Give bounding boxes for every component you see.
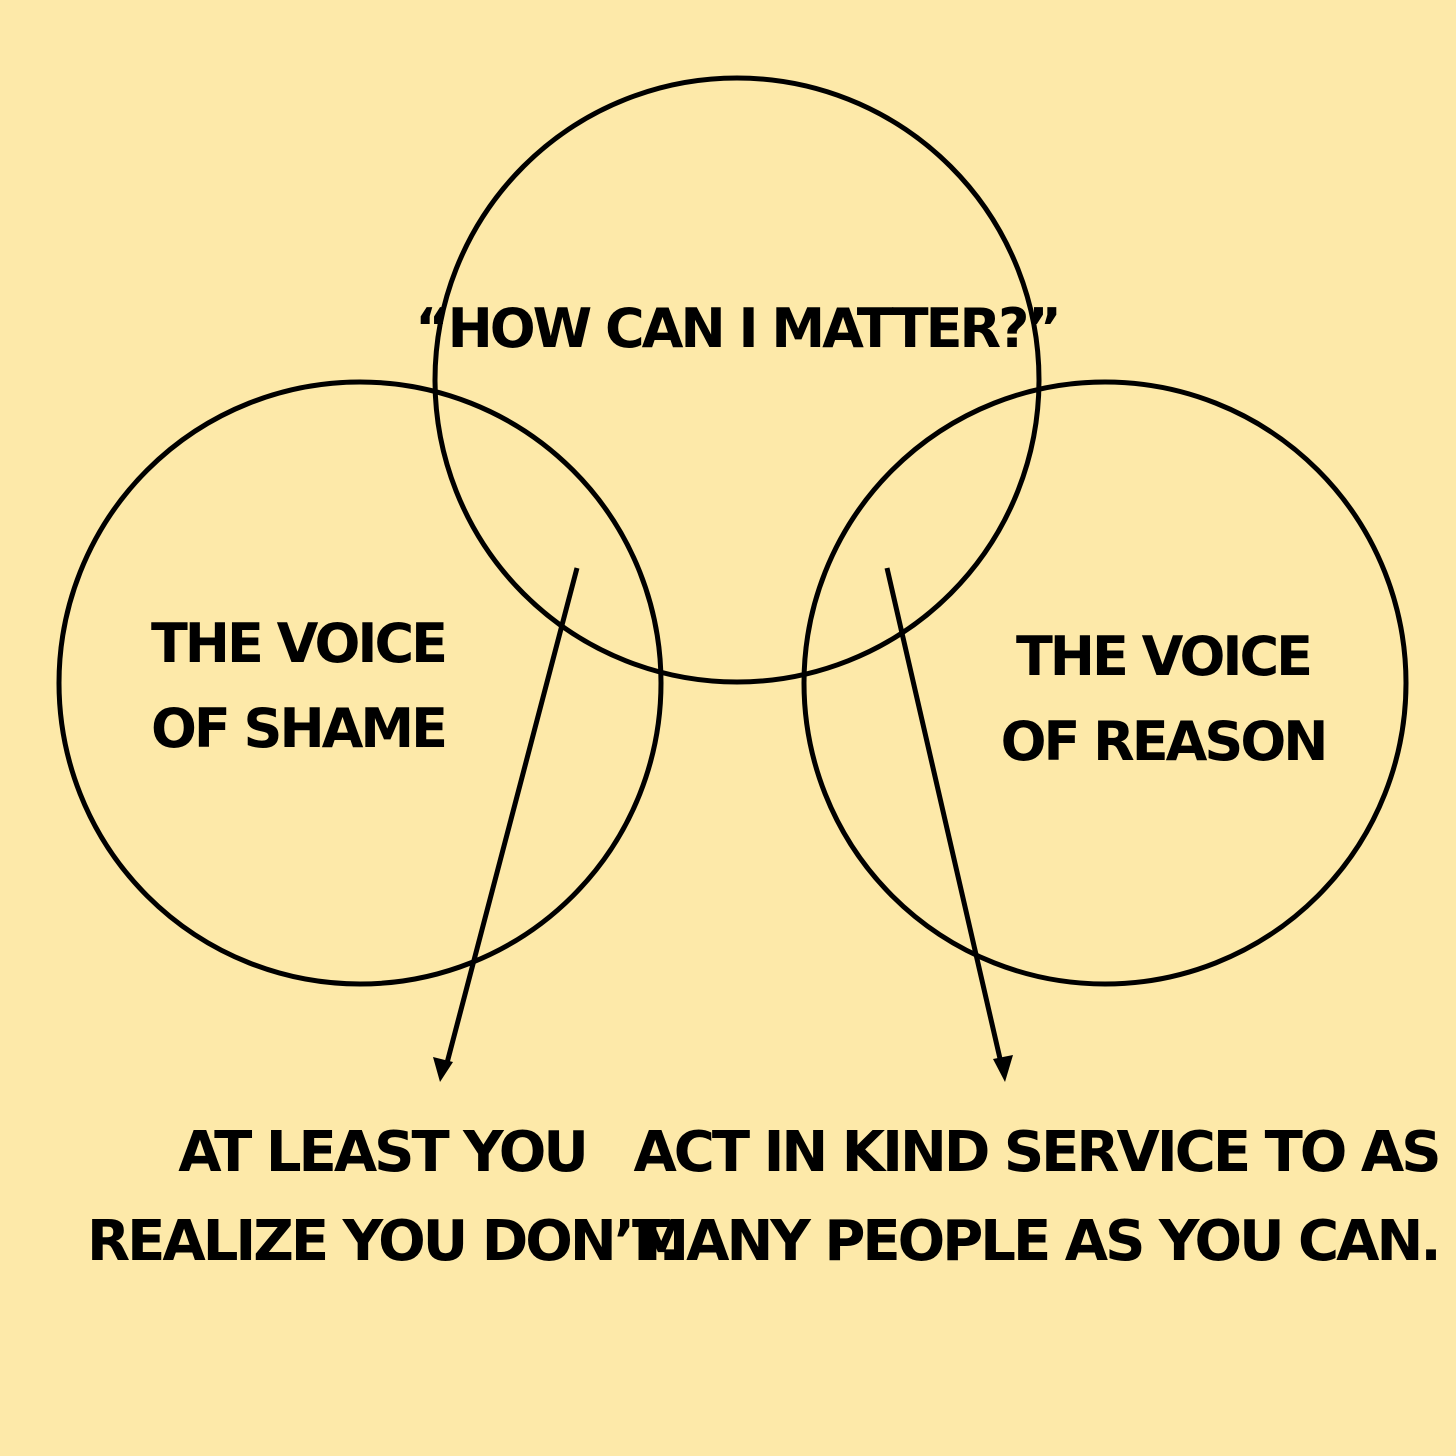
right-arrow-head [993, 1055, 1013, 1082]
left-circle [56, 379, 664, 987]
left-circle-label-line2: OF SHAME [151, 697, 445, 760]
right-arrow-line [884, 567, 1004, 1064]
right-circle-label-line1: THE VOICE [1016, 625, 1310, 688]
right-answer-line2: MANY PEOPLE AS YOU CAN. [633, 1209, 1438, 1274]
top-circle [432, 75, 1042, 685]
left-arrow-line [444, 567, 580, 1064]
right-circle-label-line2: OF REASON [1001, 710, 1326, 773]
right-answer-line1: ACT IN KIND SERVICE TO AS [633, 1120, 1438, 1185]
left-arrow-head [433, 1057, 453, 1082]
left-circle-label-line1: THE VOICE [151, 612, 445, 675]
right-circle [801, 379, 1409, 987]
left-answer-line1: AT LEAST YOU [178, 1120, 586, 1185]
left-answer-line2: REALIZE YOU DON’T. [87, 1209, 677, 1274]
top-circle-label: “HOW CAN I MATTER?” [415, 297, 1059, 360]
